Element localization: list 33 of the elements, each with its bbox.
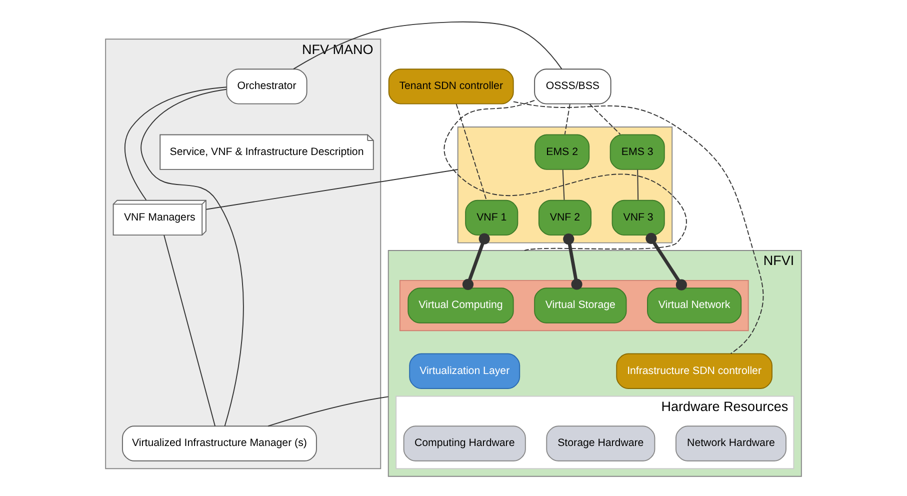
connector <box>589 104 621 135</box>
node-box: Storage Hardware <box>546 426 656 462</box>
node-box: Tenant SDN controller <box>388 68 514 104</box>
node-box: Virtualized Infrastructure Manager (s) <box>122 426 317 462</box>
connector <box>164 234 216 427</box>
node-box: Virtual Network <box>647 288 742 324</box>
connector <box>444 100 687 251</box>
connector <box>456 104 487 201</box>
connector <box>646 232 687 290</box>
node-box: OSSS/BSS <box>534 68 612 104</box>
node-box: Orchestrator <box>226 68 308 104</box>
connector <box>564 104 570 135</box>
connector <box>293 21 562 70</box>
connector <box>206 169 458 210</box>
node-box: Virtual Computing <box>408 288 514 324</box>
node-box: Computing Hardware <box>403 426 526 462</box>
connector <box>512 101 764 354</box>
node-box: Virtualization Layer <box>409 353 520 390</box>
node-box: Network Hardware <box>675 426 786 462</box>
connector <box>124 86 227 200</box>
connector <box>462 233 490 290</box>
connector <box>637 169 639 200</box>
node-box: VNF 1 <box>465 200 518 236</box>
connector <box>268 396 389 427</box>
connector <box>562 169 565 200</box>
node-box: EMS 2 <box>534 134 590 170</box>
node-box: VNF 2 <box>538 200 592 236</box>
node-box: Infrastructure SDN controller <box>616 353 772 390</box>
node-box: Virtual Storage <box>534 288 627 324</box>
connector <box>563 233 582 290</box>
connector <box>140 88 244 427</box>
node-box: VNF 3 <box>612 200 665 236</box>
node-box: EMS 3 <box>610 134 665 170</box>
